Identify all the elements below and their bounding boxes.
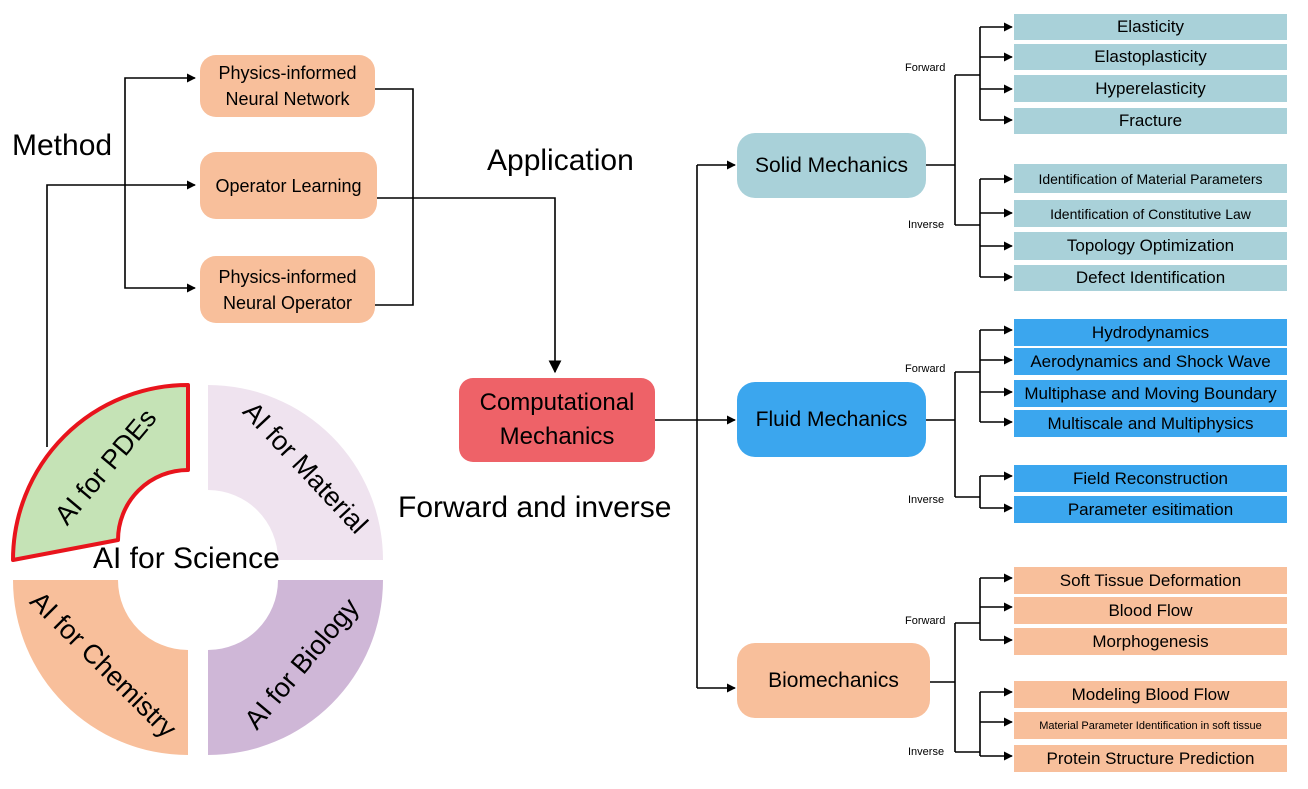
bio-forward-label: Forward [905, 615, 946, 627]
leaf-multiphase: Multiphase and Moving Boundary [1014, 380, 1287, 407]
biomechanics-box: Biomechanics [737, 643, 930, 718]
method-box-operator-learning: Operator Learning [200, 152, 377, 219]
bio-inverse-label: Inverse [908, 746, 945, 758]
method-label-pinn: Physics-informed Neural Network [218, 63, 357, 109]
fluid-mechanics-box: Fluid Mechanics [737, 382, 926, 457]
leaf-blood-flow: Blood Flow [1014, 597, 1287, 624]
solid-mechanics-box: Solid Mechanics [737, 133, 926, 198]
leaf-morphogenesis: Morphogenesis [1014, 628, 1287, 655]
application-connector [377, 197, 562, 374]
leaf-hyperelasticity: Hyperelasticity [1014, 75, 1287, 102]
application-label: Application [487, 144, 634, 177]
leaf-aerodynamics: Aerodynamics and Shock Wave [1014, 348, 1287, 375]
leaf-fracture: Fracture [1014, 108, 1287, 134]
ai-science-label: AI for Science [93, 542, 280, 575]
ring-segment-chemistry [13, 580, 188, 755]
method-bracket-right [375, 88, 414, 306]
leaf-elastoplasticity: Elastoplasticity [1014, 44, 1287, 70]
leaf-material-parameter-soft-tissue: Material Parameter Identification in sof… [1014, 712, 1287, 739]
leaf-identification-constitutive-law: Identification of Constitutive Law [1014, 200, 1287, 227]
leaf-parameter-estimation: Parameter esitimation [1014, 496, 1287, 523]
method-box-pinn: Physics-informed Neural Network [200, 55, 375, 117]
fluid-mechanics-label: Fluid Mechanics [755, 407, 908, 431]
computational-mechanics-box: Computational Mechanics [459, 378, 655, 462]
leaf-hydrodynamics: Hydrodynamics [1014, 319, 1287, 346]
ring-segment-pdes [11, 383, 190, 562]
leaf-identification-material-parameters: Identification of Material Parameters [1014, 164, 1287, 193]
solid-forward-label: Forward [905, 62, 946, 74]
fluid-tree [926, 330, 981, 508]
leaf-elasticity: Elasticity [1014, 14, 1287, 40]
leaf-multiscale: Multiscale and Multiphysics [1014, 410, 1287, 437]
method-label-operator-learning: Operator Learning [215, 175, 362, 196]
method-box-pino: Physics-informed Neural Operator [200, 256, 375, 323]
forward-inverse-label: Forward and inverse [398, 491, 672, 524]
method-connector-pino [124, 183, 196, 293]
fluid-inverse-label: Inverse [908, 494, 945, 506]
leaf-defect-identification: Defect Identification [1014, 265, 1287, 291]
ring-segment-biology [208, 580, 383, 755]
pdes-to-operator-connector [46, 180, 196, 447]
method-label: Method [12, 129, 113, 162]
biomechanics-label: Biomechanics [768, 668, 899, 692]
leaf-field-reconstruction: Field Reconstruction [1014, 465, 1287, 492]
method-label-pino: Physics-informed Neural Operator [218, 266, 357, 313]
solid-tree [926, 27, 981, 277]
leaf-soft-tissue-deformation: Soft Tissue Deformation [1014, 567, 1287, 594]
fluid-forward-label: Forward [905, 363, 946, 375]
bio-tree [930, 578, 981, 756]
solid-mechanics-label: Solid Mechanics [755, 153, 908, 177]
method-connector-pinn [124, 73, 196, 183]
leaf-protein-structure-prediction: Protein Structure Prediction [1014, 745, 1287, 772]
leaf-topology-optimization: Topology Optimization [1014, 232, 1287, 260]
computational-mechanics-label: Computational Mechanics [479, 389, 635, 450]
solid-inverse-label: Inverse [908, 219, 945, 231]
leaf-modeling-blood-flow: Modeling Blood Flow [1014, 681, 1287, 708]
ring-segment-material [208, 385, 383, 560]
